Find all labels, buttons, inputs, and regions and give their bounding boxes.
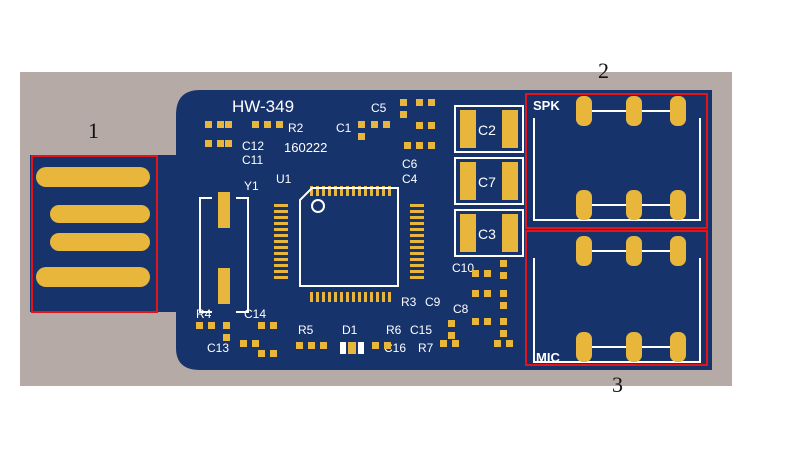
led-D1 [340,342,364,354]
mcu-U1 [274,186,424,302]
label-C6: C6 [402,157,418,171]
svg-text:C3: C3 [478,226,496,242]
svg-text:SPK: SPK [533,98,560,113]
capacitor-C2: C2 [454,105,524,153]
crystal-Y1 [199,192,249,313]
label-U1: U1 [276,172,292,186]
label-C1: C1 [336,121,352,135]
label-C9: C9 [425,295,441,309]
usb-pin [36,167,150,187]
label-C14: C14 [244,307,266,321]
highlight-box-mic [525,230,708,366]
svg-text:C7: C7 [478,174,496,190]
usb-connector [36,167,150,287]
label-D1: D1 [342,323,358,337]
label-C11: C11 [242,153,263,167]
capacitor-C7: C7 [454,157,524,205]
label-C5: C5 [371,101,387,115]
label-C12: C12 [242,139,264,153]
capacitor-C3: C3 [454,209,524,257]
callout-usb: 1 [88,118,99,143]
label-Y1: Y1 [244,179,259,193]
board-date-code: 160222 [284,140,327,155]
usb-pin [50,233,150,251]
label-C10: C10 [452,261,474,275]
mic-jack-footprint: MIC [533,236,701,365]
svg-text:MIC: MIC [536,350,560,365]
label-R2: R2 [288,121,304,135]
usb-pin [50,205,150,223]
label-C8: C8 [453,302,469,316]
label-R6: R6 [386,323,402,337]
board-model: HW-349 [232,97,294,116]
usb-pin [36,267,150,287]
label-C13: C13 [207,341,229,355]
label-C4: C4 [402,172,418,186]
highlight-box-speaker [525,93,708,229]
label-C15: C15 [410,323,432,337]
label-R3: R3 [401,295,417,309]
svg-text:C2: C2 [478,122,496,138]
callout-mic: 3 [612,372,623,397]
speaker-jack-footprint: SPK [533,96,701,221]
smd-pads [196,99,513,357]
label-R4: R4 [196,307,212,321]
highlight-box-usb [31,155,158,313]
label-R5: R5 [298,323,314,337]
callout-speaker: 2 [598,58,609,83]
label-R7: R7 [418,341,434,355]
